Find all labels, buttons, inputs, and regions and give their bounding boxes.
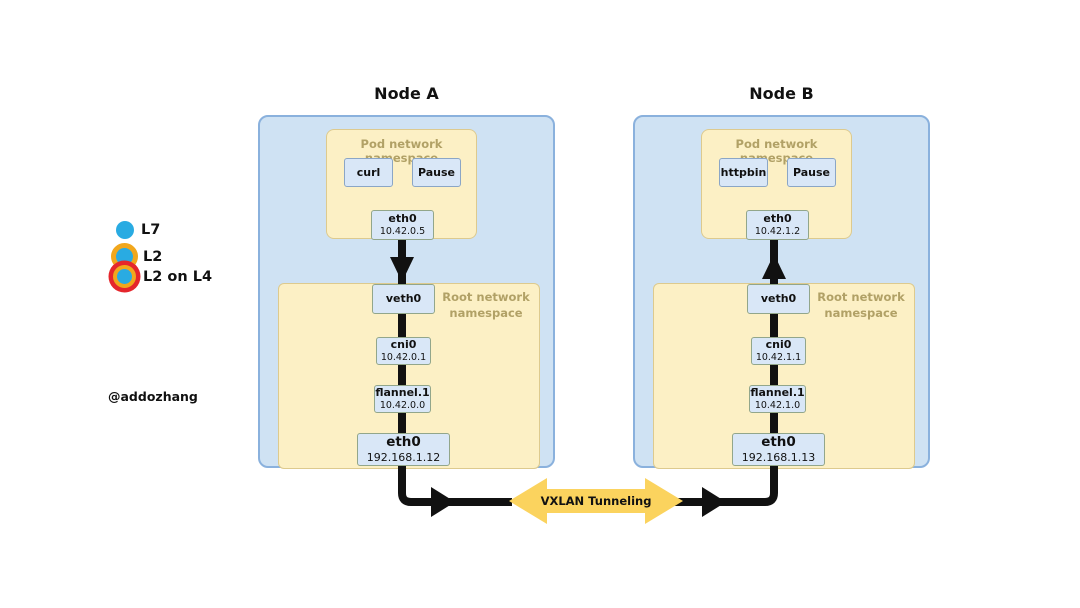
legend-label: L2 xyxy=(143,248,163,265)
l2-on-l4-dot-icon xyxy=(113,265,136,288)
pod-eth0-interface: eth0 10.42.1.2 xyxy=(746,210,809,240)
legend-item-l7: L7 xyxy=(116,221,160,239)
node-a: Pod network namespace curl Pause eth0 10… xyxy=(258,115,555,469)
interface-ip: 192.168.1.13 xyxy=(741,451,816,465)
interface-ip: 10.42.0.1 xyxy=(380,351,427,363)
veth0-interface: veth0 xyxy=(372,284,435,314)
watermark-handle: @addozhang xyxy=(108,389,198,404)
node-a-root-namespace: Root network namespace veth0 cni0 10.42.… xyxy=(278,283,540,469)
arrow-up-icon xyxy=(762,254,786,279)
container-curl: curl xyxy=(344,158,393,187)
interface-ip: 10.42.1.2 xyxy=(754,225,801,237)
interface-ip: 10.42.0.0 xyxy=(379,399,426,411)
flannel-interface: flannel.1 10.42.0.0 xyxy=(374,385,431,413)
root-namespace-label: Root network namespace xyxy=(817,290,905,320)
arrow-down-icon xyxy=(390,257,414,282)
container-pause: Pause xyxy=(412,158,461,187)
container-pause: Pause xyxy=(787,158,836,187)
interface-name: veth0 xyxy=(760,292,797,306)
node-b: Pod network namespace httpbin Pause eth0… xyxy=(633,115,930,469)
vxlan-tunneling-label: VXLAN Tunneling xyxy=(540,494,652,508)
interface-ip: 10.42.1.1 xyxy=(755,351,802,363)
vxlan-double-arrow-icon xyxy=(509,478,683,524)
veth0-interface: veth0 xyxy=(747,284,810,314)
node-a-pod-namespace: Pod network namespace curl Pause eth0 10… xyxy=(326,129,477,240)
interface-ip: 10.42.0.5 xyxy=(379,225,426,237)
interface-name: cni0 xyxy=(765,338,792,352)
root-namespace-label: Root network namespace xyxy=(442,290,530,320)
arrow-right-icon xyxy=(702,487,726,517)
interface-name: cni0 xyxy=(390,338,417,352)
interface-name: flannel.1 xyxy=(375,386,430,400)
interface-ip: 192.168.1.12 xyxy=(366,451,441,465)
node-a-flow-line xyxy=(398,238,512,506)
flannel-interface: flannel.1 10.42.1.0 xyxy=(749,385,806,413)
interface-name: eth0 xyxy=(388,212,417,226)
interface-name: veth0 xyxy=(385,292,422,306)
interface-ip: 10.42.1.0 xyxy=(754,399,801,411)
pod-eth0-interface: eth0 10.42.0.5 xyxy=(371,210,434,240)
cni0-interface: cni0 10.42.0.1 xyxy=(376,337,431,365)
node-b-root-namespace: Root network namespace veth0 cni0 10.42.… xyxy=(653,283,915,469)
interface-name: flannel.1 xyxy=(750,386,805,400)
node-a-title: Node A xyxy=(374,84,439,103)
node-b-title: Node B xyxy=(749,84,814,103)
legend-label: L2 on L4 xyxy=(143,268,213,285)
cni0-interface: cni0 10.42.1.1 xyxy=(751,337,806,365)
root-eth0-interface: eth0 192.168.1.13 xyxy=(732,433,825,466)
node-b-flow-line xyxy=(672,238,778,506)
l7-dot-icon xyxy=(116,221,134,239)
interface-name: eth0 xyxy=(761,434,796,451)
legend-item-l2-on-l4: L2 on L4 xyxy=(113,265,212,288)
root-eth0-interface: eth0 192.168.1.12 xyxy=(357,433,450,466)
arrow-right-icon xyxy=(431,487,455,517)
interface-name: eth0 xyxy=(386,434,421,451)
legend-label: L7 xyxy=(141,222,161,238)
interface-name: eth0 xyxy=(763,212,792,226)
node-b-pod-namespace: Pod network namespace httpbin Pause eth0… xyxy=(701,129,852,240)
container-httpbin: httpbin xyxy=(719,158,768,187)
